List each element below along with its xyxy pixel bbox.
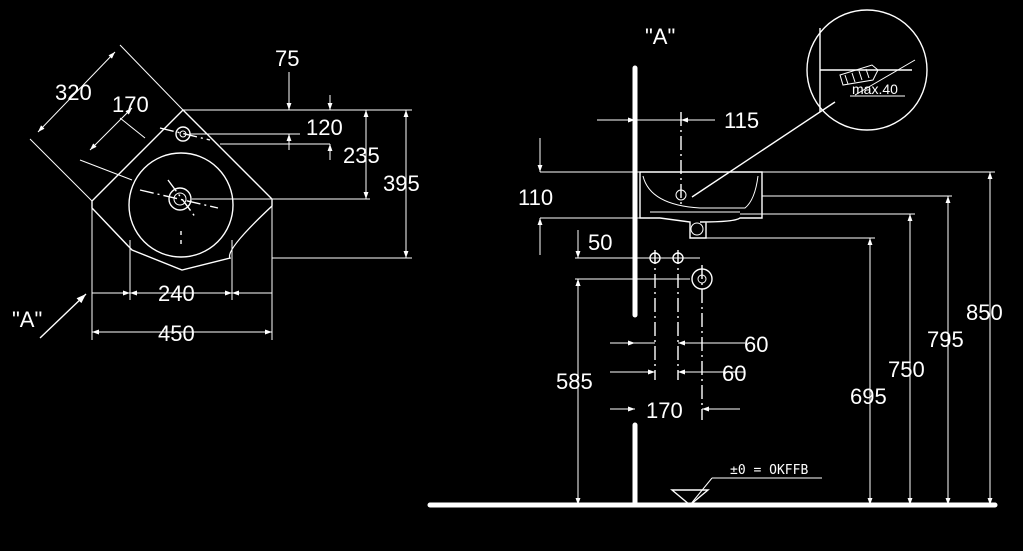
elev-dim-60-top: 60: [744, 332, 768, 357]
elev-dim-50: 50: [588, 230, 612, 255]
plan-dim-170: 170: [112, 92, 149, 117]
elev-dim-60-bottom: 60: [722, 361, 746, 386]
floor-reference-label: ±0 = OKFFB: [730, 463, 808, 478]
drain: [168, 187, 192, 211]
elev-dim-585: 585: [556, 369, 593, 394]
elevation-view-title: "A": [645, 24, 675, 49]
plan-dim-395: 395: [383, 171, 420, 196]
elev-dim-795: 795: [927, 327, 964, 352]
detail-circle: [806, 9, 928, 131]
elev-dim-750: 750: [888, 357, 925, 382]
plan-dim-120: 120: [306, 115, 343, 140]
basin-bowl: [128, 152, 234, 258]
plan-view-marker: "A": [12, 307, 42, 332]
basin-profile: [639, 171, 763, 239]
plan-dim-320: 320: [55, 80, 92, 105]
plan-dim-450: 450: [158, 321, 195, 346]
plan-dim-235: 235: [343, 143, 380, 168]
elev-dim-850: 850: [966, 300, 1003, 325]
plan-view: 320 170 75 120 235 395 240 450 "A": [12, 44, 420, 346]
plan-dim-240: 240: [158, 281, 195, 306]
elev-dim-170: 170: [646, 398, 683, 423]
elevation-view: "A" 115 110 50 60 60 585 170 695 750 795…: [427, 9, 1003, 508]
plan-dim-75: 75: [275, 46, 299, 71]
elev-dim-110: 110: [518, 185, 553, 210]
elev-dim-115: 115: [724, 108, 759, 133]
detail-max-label: max.40: [852, 81, 898, 97]
elev-dim-695: 695: [850, 384, 887, 409]
